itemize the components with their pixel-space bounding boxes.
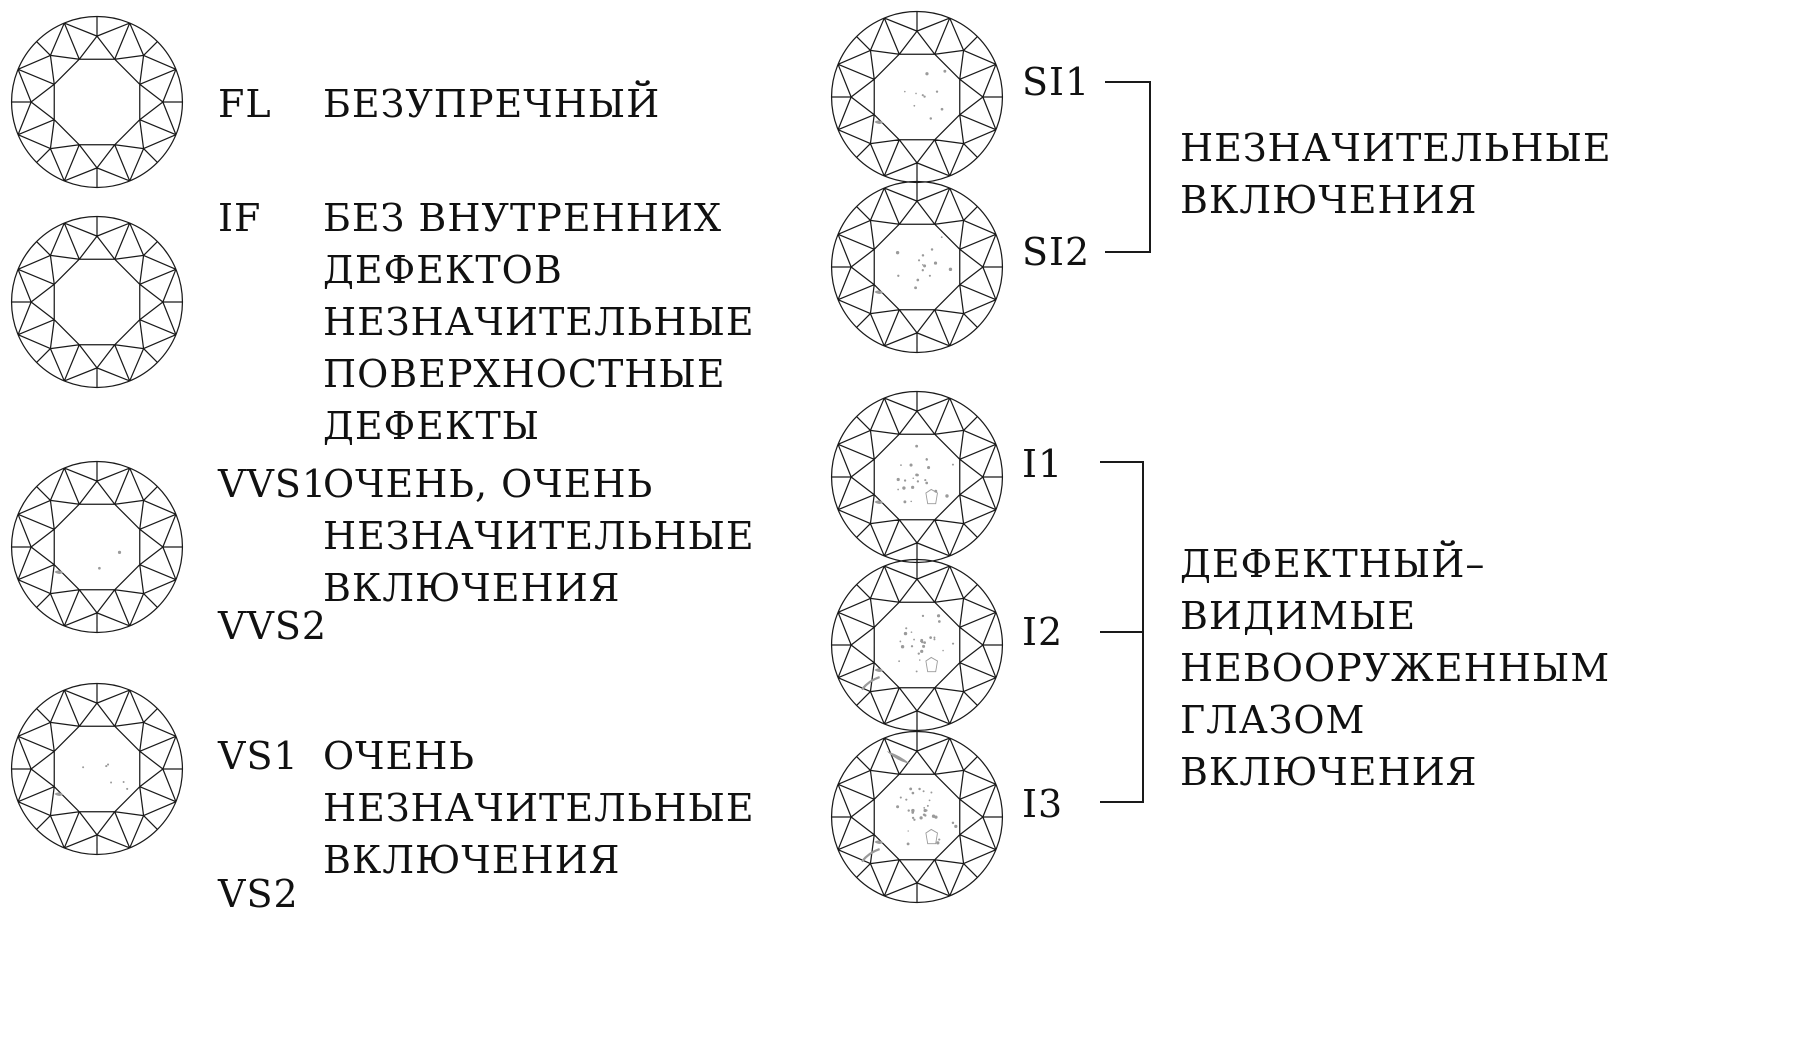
diamond-i2-icon — [828, 556, 1006, 734]
diamond-if-icon — [8, 213, 186, 391]
grade-code-vs2: VS2 — [218, 872, 299, 916]
grade-code-i1: I1 — [1022, 442, 1064, 486]
grade-description-vs: ОЧЕНЬ НЕЗНАЧИТЕЛЬНЫЕ ВКЛЮЧЕНИЯ — [323, 734, 755, 882]
group-label-si: НЕЗНАЧИТЕЛЬНЫЕ ВКЛЮЧЕНИЯ — [1180, 126, 1612, 222]
grade-description-fl: БЕЗУПРЕЧНЫЙ — [323, 82, 661, 126]
bracket-i — [1100, 461, 1144, 803]
diamond-i1-icon — [828, 388, 1006, 566]
bracket-si — [1105, 81, 1151, 253]
grade-code-vs1: VS1 — [218, 734, 299, 778]
grade-code-i3: I3 — [1022, 782, 1064, 826]
diamond-vvs-icon — [8, 458, 186, 636]
group-label-i: ДЕФЕКТНЫЙ– ВИДИМЫЕ НЕВООРУЖЕННЫМ ГЛАЗОМ … — [1180, 542, 1611, 794]
diamond-i3-icon — [828, 728, 1006, 906]
grade-description-if: БЕЗ ВНУТРЕННИХ ДЕФЕКТОВ НЕЗНАЧИТЕЛЬНЫЕ П… — [323, 196, 755, 448]
grade-code-si1: SI1 — [1022, 60, 1091, 104]
grade-description-vvs: ОЧЕНЬ, ОЧЕНЬ НЕЗНАЧИТЕЛЬНЫЕ ВКЛЮЧЕНИЯ — [323, 462, 755, 610]
grade-code-if: IF — [218, 196, 262, 240]
grade-code-i2: I2 — [1022, 610, 1064, 654]
diamond-si2-icon — [828, 178, 1006, 356]
diamond-fl-icon — [8, 13, 186, 191]
grade-code-vvs1: VVS1 — [218, 462, 328, 506]
grade-code-si2: SI2 — [1022, 230, 1091, 274]
diamond-vs-icon — [8, 680, 186, 858]
diamond-si1-icon — [828, 8, 1006, 186]
grade-code-fl: FL — [218, 82, 272, 126]
grade-code-vvs2: VVS2 — [218, 604, 328, 648]
